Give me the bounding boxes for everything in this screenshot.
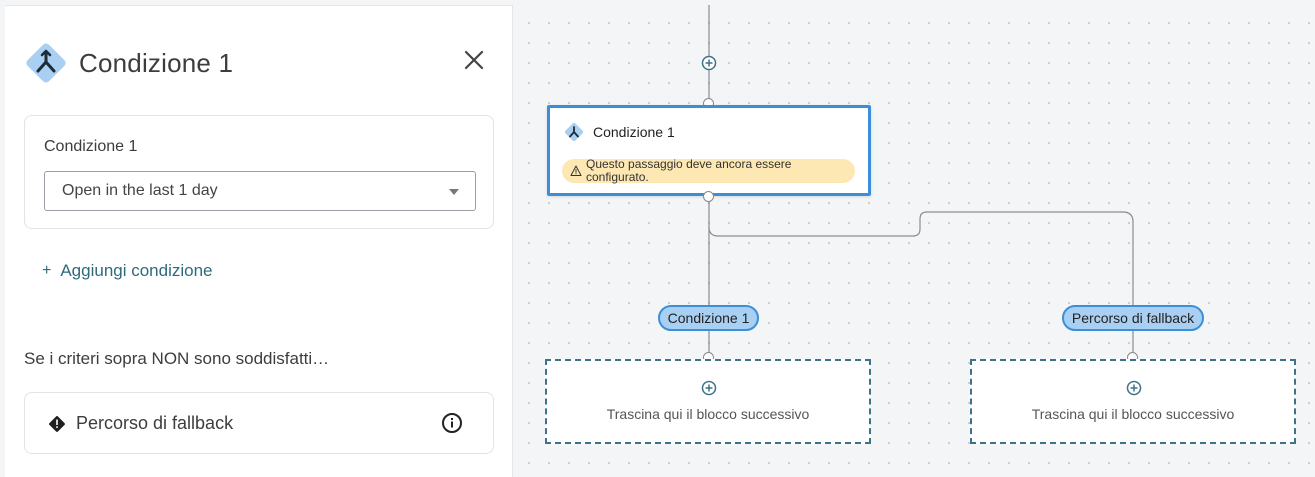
condition-node[interactable]: Condizione 1 Questo passaggio deve ancor… <box>547 105 871 196</box>
panel-header: Condizione 1 <box>23 40 233 86</box>
warning-banner: Questo passaggio deve ancora essere conf… <box>562 157 855 184</box>
node-output-port[interactable] <box>703 191 714 202</box>
close-icon[interactable] <box>461 47 487 73</box>
add-step-icon[interactable] <box>701 55 717 71</box>
fallback-diamond-icon <box>49 416 65 432</box>
plus-icon <box>701 380 717 396</box>
fallback-note: Se i criteri sopra NON sono soddisfatti… <box>24 349 330 368</box>
fallback-label: Percorso di fallback <box>76 413 234 433</box>
fallback-card[interactable]: Percorso di fallback <box>24 392 494 454</box>
config-panel: Condizione 1 Condizione 1 Open in the la… <box>5 5 513 477</box>
add-condition-button[interactable]: + Aggiungi condizione <box>42 261 213 281</box>
condition-label: Condizione 1 <box>44 138 138 155</box>
node-title: Condizione 1 <box>593 124 675 140</box>
panel-title: Condizione 1 <box>79 47 234 78</box>
condition-select-value: Open in the last 1 day <box>62 182 218 199</box>
connector-lines <box>708 5 1134 359</box>
info-icon[interactable] <box>441 412 463 434</box>
drop-zone-label: Trascina qui il blocco successivo <box>1031 406 1235 422</box>
drop-zone-label: Trascina qui il blocco successivo <box>606 406 810 422</box>
warning-icon <box>570 165 582 176</box>
branch-label-fallback[interactable]: Percorso di fallback <box>1062 305 1204 331</box>
add-condition-label: Aggiungi condizione <box>60 261 213 280</box>
split-icon <box>26 43 66 83</box>
condition-card: Condizione 1 Open in the last 1 day <box>24 115 494 229</box>
warning-text: Questo passaggio deve ancora essere conf… <box>586 157 792 184</box>
split-icon <box>564 122 584 142</box>
drop-zone-fallback[interactable]: Trascina qui il blocco successivo <box>970 359 1296 444</box>
chevron-down-icon <box>449 189 459 195</box>
condition-select[interactable]: Open in the last 1 day <box>44 171 476 211</box>
plus-icon: + <box>42 262 52 279</box>
flow-canvas[interactable]: Condizione 1 Questo passaggio deve ancor… <box>513 5 1315 477</box>
branch-label-condition[interactable]: Condizione 1 <box>658 305 759 331</box>
plus-icon <box>1126 380 1142 396</box>
drop-zone-condition[interactable]: Trascina qui il blocco successivo <box>545 359 871 444</box>
